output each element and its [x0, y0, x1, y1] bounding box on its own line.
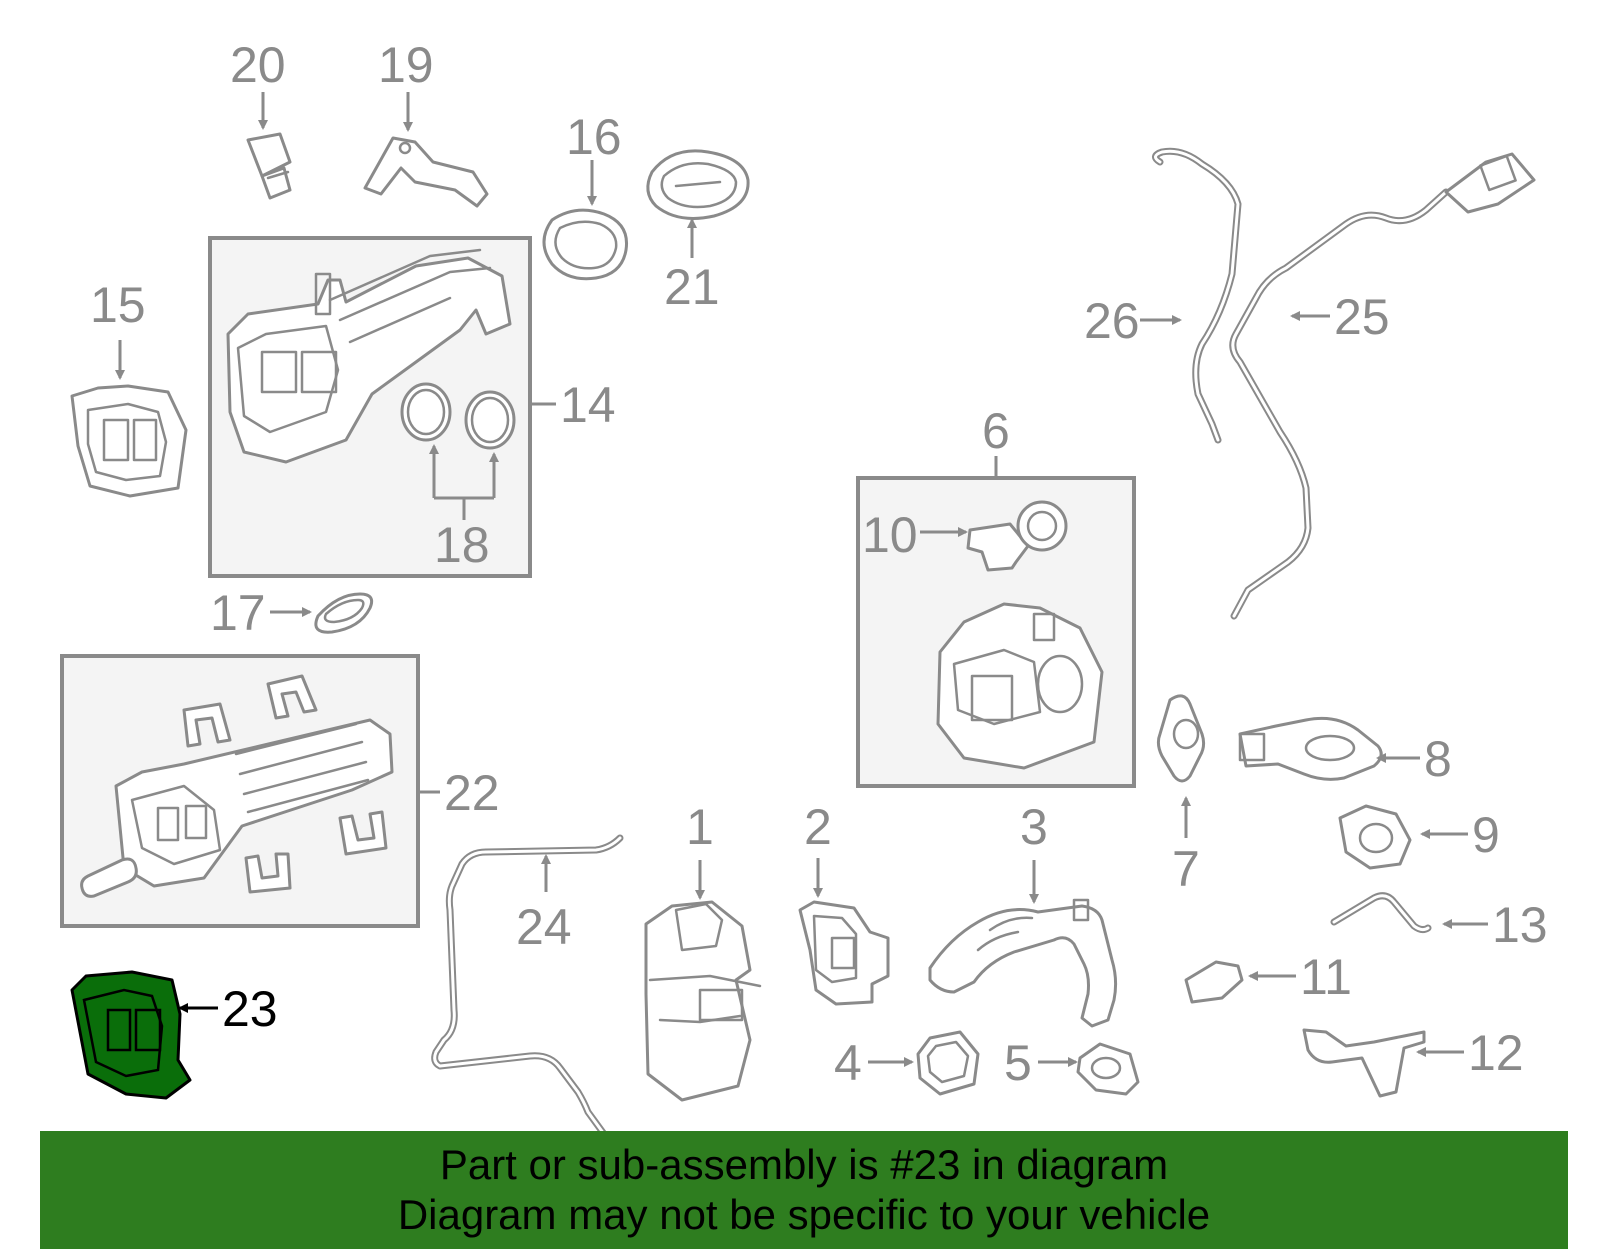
- callout-20: 20: [230, 37, 286, 93]
- callout-23: 23: [222, 981, 278, 1037]
- callout-16: 16: [566, 109, 622, 165]
- part-20-sensor[interactable]: [246, 132, 292, 200]
- callout-4: 4: [834, 1035, 862, 1091]
- callout-1: 1: [686, 799, 714, 855]
- part-1-egr-valve[interactable]: [644, 900, 762, 1102]
- callout-18: 18: [434, 517, 490, 573]
- part-5-gasket[interactable]: [1076, 1042, 1140, 1096]
- part-25-sensor[interactable]: [1229, 152, 1536, 620]
- part-6-egr-valve-assembly[interactable]: [936, 602, 1104, 770]
- part-17-gasket[interactable]: [314, 592, 374, 634]
- callout-25: 25: [1334, 289, 1390, 345]
- callout-6: 6: [982, 403, 1010, 459]
- callout-3: 3: [1020, 799, 1048, 855]
- info-banner: Part or sub-assembly is #23 in diagram D…: [40, 1131, 1568, 1249]
- part-15-gasket[interactable]: [70, 384, 188, 498]
- callout-19: 19: [378, 37, 434, 93]
- part-4-gasket[interactable]: [916, 1030, 980, 1096]
- callout-12: 12: [1468, 1025, 1524, 1081]
- part-22-egr-cooler[interactable]: [80, 674, 394, 898]
- part-8-fitting[interactable]: [1238, 716, 1383, 781]
- part-16-gasket[interactable]: [542, 208, 629, 281]
- banner-line-2: Diagram may not be specific to your vehi…: [397, 1191, 1211, 1238]
- callout-5: 5: [1004, 1035, 1032, 1091]
- callout-17: 17: [210, 585, 266, 641]
- part-9-gasket[interactable]: [1338, 804, 1412, 870]
- callout-8: 8: [1424, 731, 1452, 787]
- part-26-sensor[interactable]: [1152, 147, 1242, 444]
- part-13-hose[interactable]: [1330, 892, 1432, 934]
- part-11-bracket[interactable]: [1184, 960, 1244, 1004]
- part-23-gasket-highlighted[interactable]: [70, 970, 192, 1100]
- callout-14: 14: [560, 377, 616, 433]
- part-21-cover[interactable]: [646, 149, 750, 220]
- callout-15: 15: [90, 277, 146, 333]
- callout-10: 10: [862, 507, 918, 563]
- callout-11: 11: [1300, 949, 1352, 1005]
- callout-22: 22: [444, 765, 500, 821]
- callout-7: 7: [1172, 841, 1200, 897]
- part-12-bracket[interactable]: [1302, 1028, 1426, 1098]
- callout-9: 9: [1472, 807, 1500, 863]
- part-10-actuator[interactable]: [966, 500, 1068, 572]
- callout-2: 2: [804, 799, 832, 855]
- callout-24: 24: [516, 899, 572, 955]
- part-14-egr-cooler[interactable]: [226, 248, 512, 464]
- part-7-gasket[interactable]: [1156, 694, 1206, 783]
- banner-line-1: Part or sub-assembly is #23 in diagram: [439, 1141, 1169, 1188]
- part-3-pipe[interactable]: [928, 898, 1118, 1028]
- part-18-orings[interactable]: [400, 382, 516, 450]
- part-2-plate[interactable]: [798, 900, 890, 1006]
- part-24-tube[interactable]: [431, 834, 624, 1138]
- callout-21: 21: [664, 259, 720, 315]
- callout-26: 26: [1084, 293, 1140, 349]
- part-19-bracket[interactable]: [363, 136, 489, 208]
- callout-13: 13: [1492, 897, 1548, 953]
